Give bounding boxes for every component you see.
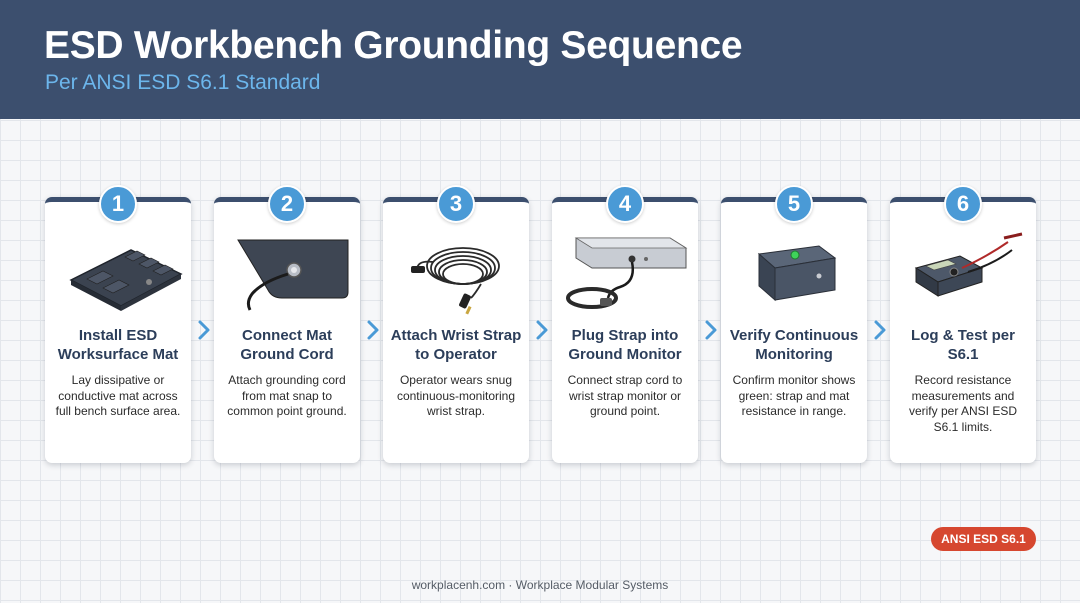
step-description: Record resistance measurements and verif… (908, 373, 1018, 434)
step-description: Connect strap cord to wrist strap monito… (567, 373, 683, 418)
step-title: Attach Wrist Strap to Operator (390, 327, 522, 363)
monitor-green-icon (757, 245, 837, 302)
chevron-right-icon (367, 320, 379, 340)
step-title: Plug Strap into Ground Monitor (568, 327, 682, 363)
step-number-badge: 4 (606, 185, 644, 223)
step-description: Operator wears snug continuous-monitorin… (396, 373, 516, 418)
step-description: Attach grounding cord from mat snap to c… (227, 373, 347, 418)
standard-badge: ANSI ESD S6.1 (931, 527, 1036, 551)
step-title: Log & Test per S6.1 (911, 327, 1015, 363)
step-description: Confirm monitor shows green: strap and m… (732, 373, 856, 418)
chevron-right-icon (874, 320, 886, 340)
step-title: Connect Mat Ground Cord (240, 327, 334, 363)
multimeter-icon (914, 232, 1023, 297)
page-title: ESD Workbench Grounding Sequence (44, 24, 743, 67)
step-number-badge: 2 (268, 185, 306, 223)
step-card-2: 2 Connect Mat Ground Cord Attach groundi… (214, 185, 360, 463)
step-description: Lay dissipative or conductive mat across… (55, 373, 181, 418)
coiled-cord-icon (411, 247, 500, 315)
step-number-badge: 1 (99, 185, 137, 223)
ground-monitor-icon (566, 237, 688, 309)
page-subtitle: Per ANSI ESD S6.1 Standard (45, 71, 321, 94)
step-number-badge: 3 (437, 185, 475, 223)
step-number-badge: 5 (775, 185, 813, 223)
footer-credit: workplacenh.com · Workplace Modular Syst… (411, 578, 669, 592)
step-card-6: 6 Log & Test per S6.1 Record resistance … (890, 185, 1036, 463)
step-card-4: 4 Plug Strap into Ground Monitor Connect… (552, 185, 698, 463)
mat-snap-cord-icon (237, 239, 349, 311)
step-card-1: 1 Install ESD Worksurface Mat Lay dissip… (45, 185, 191, 463)
step-number-badge: 6 (944, 185, 982, 223)
step-title: Verify Continuous Monitoring (729, 327, 859, 363)
header-banner: ESD Workbench Grounding Sequence Per ANS… (0, 0, 1080, 119)
chevron-right-icon (705, 320, 717, 340)
step-card-5: 5 Verify Continuous Monitoring Confirm m… (721, 185, 867, 463)
step-title: Install ESD Worksurface Mat (57, 327, 179, 363)
step-card-3: 3 Attach Wrist Strap to Operator Operato… (383, 185, 529, 463)
esd-mat-icon (69, 249, 183, 311)
chevron-right-icon (536, 320, 548, 340)
chevron-right-icon (198, 320, 210, 340)
